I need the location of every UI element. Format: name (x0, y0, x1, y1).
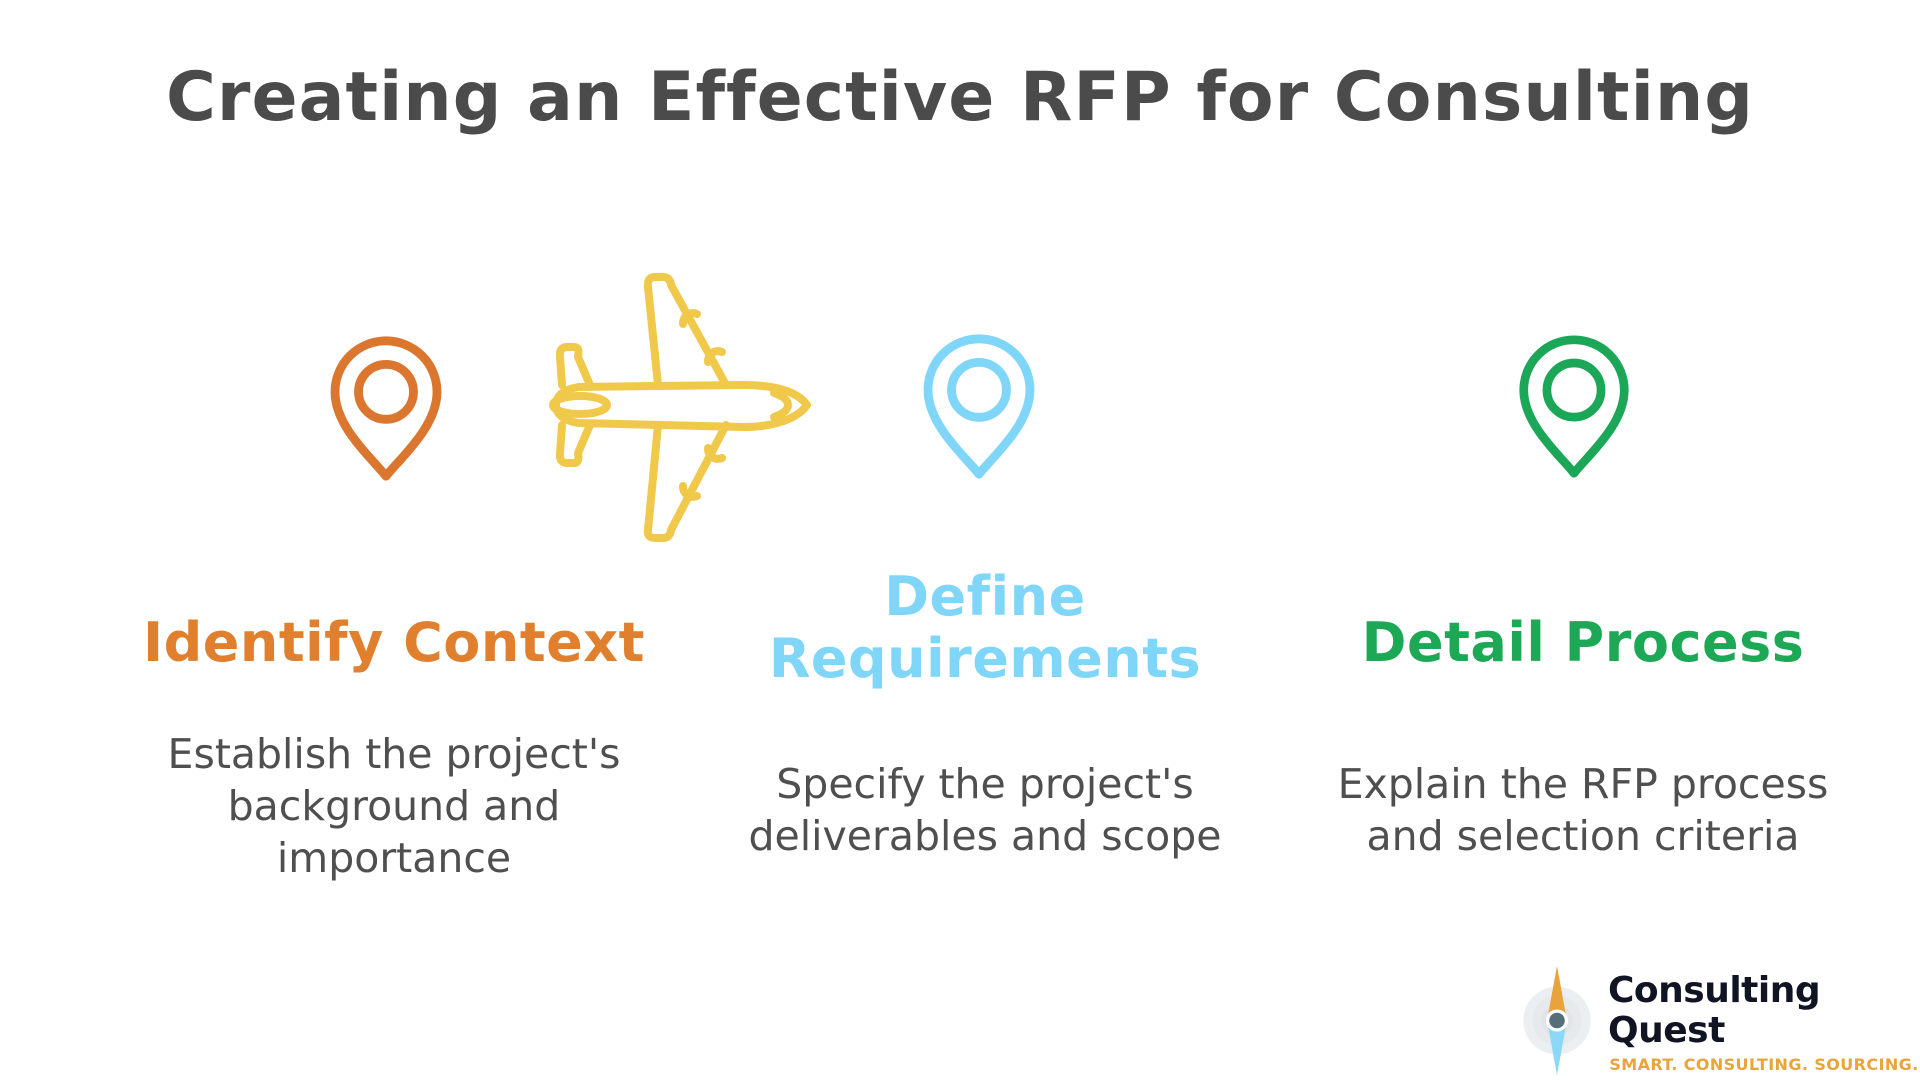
logo-text-block: Consulting Quest SMART. CONSULTING. SOUR… (1608, 970, 1920, 1075)
compass-icon (1518, 962, 1596, 1083)
step-description-detail-process: Explain the RFP process and selection cr… (1337, 760, 1829, 860)
logo-tagline: SMART. CONSULTING. SOURCING. (1609, 1055, 1919, 1074)
map-pin-icon (920, 331, 1038, 483)
step-heading-define-requirements: Define Requirements (768, 565, 1202, 690)
consulting-quest-logo: Consulting Quest SMART. CONSULTING. SOUR… (1518, 962, 1920, 1083)
airplane-icon (548, 262, 818, 551)
step-heading-detail-process: Detail Process (1361, 611, 1805, 674)
map-pin-icon (327, 333, 445, 485)
step-description-identify-context: Establish the project's background and i… (167, 730, 621, 882)
logo-name: Consulting Quest (1608, 970, 1821, 1051)
step-heading-identify-context: Identify Context (143, 611, 645, 674)
page-title: Creating an Effective RFP for Consulting (166, 58, 1754, 137)
map-pin-icon (1516, 332, 1632, 482)
step-description-define-requirements: Specify the project's deliverables and s… (748, 760, 1222, 860)
